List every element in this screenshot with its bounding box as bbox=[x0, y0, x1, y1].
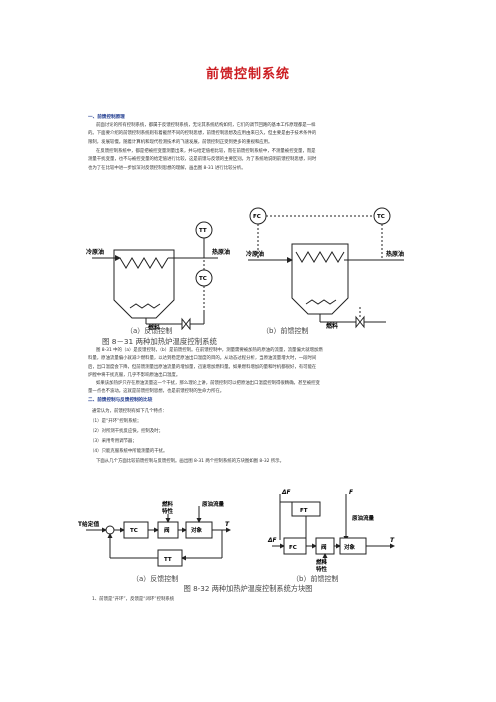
lead-text: 下面从几个方面比较前馈控制与反馈控制。画出图 8-31 两个控制系统的方块图如图… bbox=[96, 459, 284, 464]
label-block-valve: 阀 bbox=[164, 526, 170, 534]
label-block-fc: FC bbox=[289, 545, 297, 551]
list-item: （2）对所测干扰反应快，控制及时； bbox=[90, 429, 164, 434]
text-line: 炉膛中将干扰克服，几乎不影响原油出口温度。 bbox=[88, 372, 181, 378]
caption-fig32-b: （b）前馈控制 bbox=[292, 575, 339, 583]
label-tt: TT bbox=[199, 228, 207, 234]
label-block-valve-right: 阀 bbox=[321, 543, 327, 551]
label-fuel-right: 燃料 bbox=[326, 322, 338, 330]
label-fc: FC bbox=[253, 214, 261, 220]
text-line: 如果该加热炉只存在原油流量这一个干扰，那么理论上讲，前馈控制可以把原油出口温度控… bbox=[96, 381, 320, 387]
label-hot-oil: 热原油 bbox=[212, 248, 230, 256]
figure-title-8-31: 图 8－31 两种加热炉温度控制系统 bbox=[102, 337, 217, 346]
text-line: 后，出口温度会下降，但前馈测量出原油流量的增加量，迅速增加燃料量。如果燃料增加的… bbox=[88, 364, 317, 370]
label-f-top: F bbox=[349, 490, 353, 496]
figure-8-32: T给定值 TC 阀 对象 TT 燃料 特性 原油流量 T ΔF F FT 原油流… bbox=[78, 490, 395, 572]
list-item: （3）采用专用调节器； bbox=[90, 439, 137, 444]
caption-fig31-b: （b）前馈控制 bbox=[262, 327, 309, 335]
text-line: 也为了在比较中进一步加深对反馈控制思想的理解，画出图 8-31 进行比较分析。 bbox=[88, 165, 246, 171]
figure-title-8-32: 图 8-32 两种加热炉温度控制系统方块图 bbox=[183, 584, 313, 593]
paragraph-comparison: 在反馈控制系统中，都是把被控变量测量出来，并与给定值相比较，而在前馈控制系统中，… bbox=[88, 148, 410, 173]
label-fuel: 燃料 bbox=[148, 324, 160, 330]
list-item: （4）只能克服系统中所能测量的干扰。 bbox=[90, 449, 168, 454]
label-t-out-right: T bbox=[390, 537, 395, 544]
text-line: 料量，原油流量偏小就减少燃料量，以达到稳定原油出口温度的目的。从动态过程分析，当… bbox=[88, 356, 317, 362]
control-valve-right bbox=[355, 315, 365, 329]
control-valve bbox=[181, 317, 191, 330]
text-line: 量一点也不波动。这就是前馈控制思想，也是前馈控制的生命力所在。 bbox=[88, 389, 225, 395]
label-t-out: T bbox=[225, 521, 230, 528]
label-fuel-char-right-1: 燃料 bbox=[316, 558, 328, 566]
furnace-body-right bbox=[291, 243, 349, 315]
label-delta-f-top: ΔF bbox=[281, 490, 290, 496]
label-setpoint: T给定值 bbox=[78, 520, 100, 528]
page-title: 前馈控制系统 bbox=[205, 67, 290, 82]
caption-fig31-a: （a）反馈控制 bbox=[126, 327, 173, 335]
label-block-ft: FT bbox=[300, 508, 308, 514]
label-block-tt: TT bbox=[164, 557, 172, 563]
label-fuel-char-right-2: 特性 bbox=[316, 565, 328, 572]
text-line: 的。下面要介绍的前馈控制系统则有着截然不同的控制思想，前馈控制思想及应用由来已久… bbox=[88, 131, 317, 137]
closing-text: 1、前馈是“开环”，反馈是“闭环”控制系统 bbox=[92, 597, 175, 602]
list-intro: 通常认为，前馈控制有如下几个特点： bbox=[92, 409, 167, 414]
text-line: 限制，发展较慢。随着计算机和现代检测技术的飞速发展，前馈控制正受到更多的重视和应… bbox=[88, 139, 273, 145]
text-line: 图 8-31 中的（a）是反馈控制，（b）是前馈控制。在前馈控制中，测量需要被加… bbox=[96, 348, 323, 353]
block-diagram-feedforward bbox=[272, 494, 395, 564]
text-line: 测量干扰变量，也不与被控变量的给定值进行比较，这是前馈与反馈的主要区别。为了系统… bbox=[88, 157, 317, 163]
label-block-object: 对象 bbox=[191, 526, 203, 534]
caption-fig32-a: （a）反馈控制 bbox=[132, 575, 179, 583]
block-diagram-feedback bbox=[86, 506, 231, 567]
text-line: 在反馈控制系统中，都是把被控变量测量出来，并与给定值相比较，而在前馈控制系统中，… bbox=[96, 149, 316, 154]
label-fuel-char-1: 燃料 bbox=[162, 500, 174, 508]
label-tc-right: TC bbox=[377, 214, 385, 220]
label-cold-oil-right: 冷原油 bbox=[246, 250, 264, 258]
label-crude-flow: 原油流量 bbox=[202, 500, 225, 508]
coil bbox=[119, 257, 169, 269]
figure-8-31: TT TC 冷原油 热原油 燃料 FC TC 冷原油 热原油 燃料 bbox=[86, 207, 404, 330]
label-block-tc: TC bbox=[130, 528, 138, 534]
section-heading-comparison: 二、前馈控制与反馈控制的比较 bbox=[88, 398, 153, 403]
list-item: （1）是“开环”控制系统； bbox=[90, 419, 142, 424]
furnace-diagram-feedback bbox=[92, 221, 218, 330]
label-hot-oil-right: 热原油 bbox=[386, 250, 404, 258]
label-tc: TC bbox=[199, 276, 207, 282]
label-block-object-right: 对象 bbox=[344, 543, 356, 551]
label-crude-flow-right: 原油流量 bbox=[352, 514, 375, 522]
paragraph-fig31-explanation: 图 8-31 中的（a）是反馈控制，（b）是前馈控制。在前馈控制中，测量需要被加… bbox=[88, 347, 410, 397]
paragraph-intro: 前面讨论的所有控制系统，都属于反馈控制系统，无论其系统结构如何，它们的调节回路的… bbox=[88, 122, 410, 147]
section-heading-principle: 一、前馈控制原理 bbox=[88, 115, 125, 120]
label-fuel-char-2: 特性 bbox=[162, 507, 174, 515]
label-cold-oil: 冷原油 bbox=[86, 248, 104, 256]
furnace-body bbox=[113, 249, 175, 319]
furnace-diagram-feedforward bbox=[248, 207, 404, 329]
label-delta-f-left: ΔF bbox=[267, 538, 276, 544]
text-line: 前面讨论的所有控制系统，都属于反馈控制系统，无论其系统结构如何，它们的调节回路的… bbox=[96, 123, 316, 128]
summing-junction bbox=[105, 525, 115, 535]
